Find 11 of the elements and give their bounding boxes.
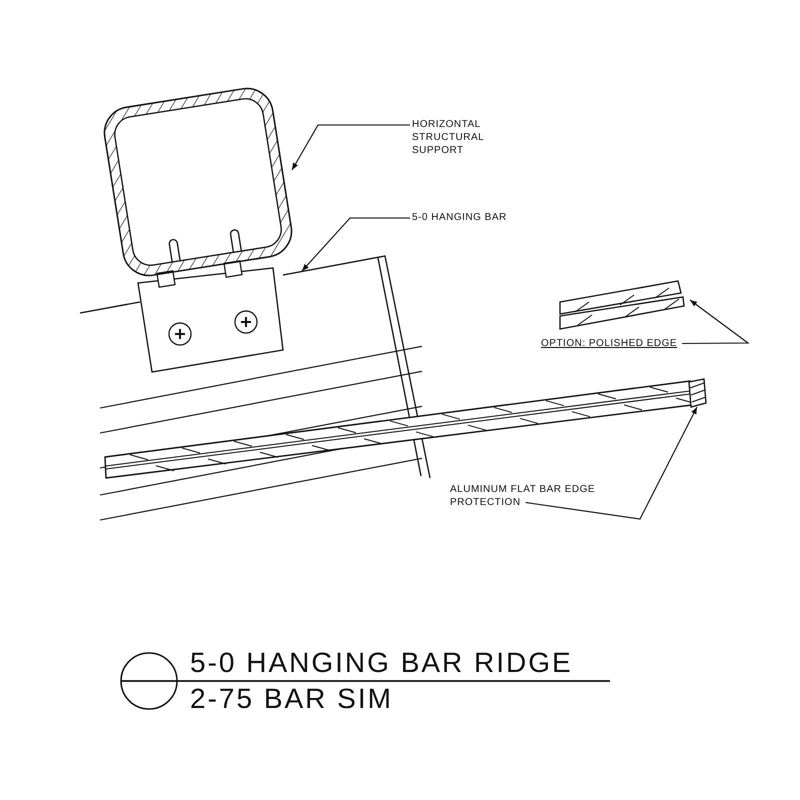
edge-cap-drawing	[686, 377, 708, 410]
leader-line	[682, 300, 750, 344]
callout-text: ALUMINUM FLAT BAR EDGE PROTECTION	[450, 483, 600, 509]
callout-text: OPTION: POLISHED EDGE	[541, 337, 678, 350]
callout-text: 5-0 HANGING BAR	[412, 211, 552, 224]
callout-text: HORIZONTAL STRUCTURAL SUPPORT	[412, 118, 522, 157]
detail-reference: 2-75 BAR SIM	[190, 684, 393, 714]
leader-line	[525, 406, 698, 520]
leader-line	[292, 124, 410, 170]
leader-line	[302, 217, 410, 272]
detail-title: 5-0 HANGING BAR RIDGE	[190, 648, 573, 678]
